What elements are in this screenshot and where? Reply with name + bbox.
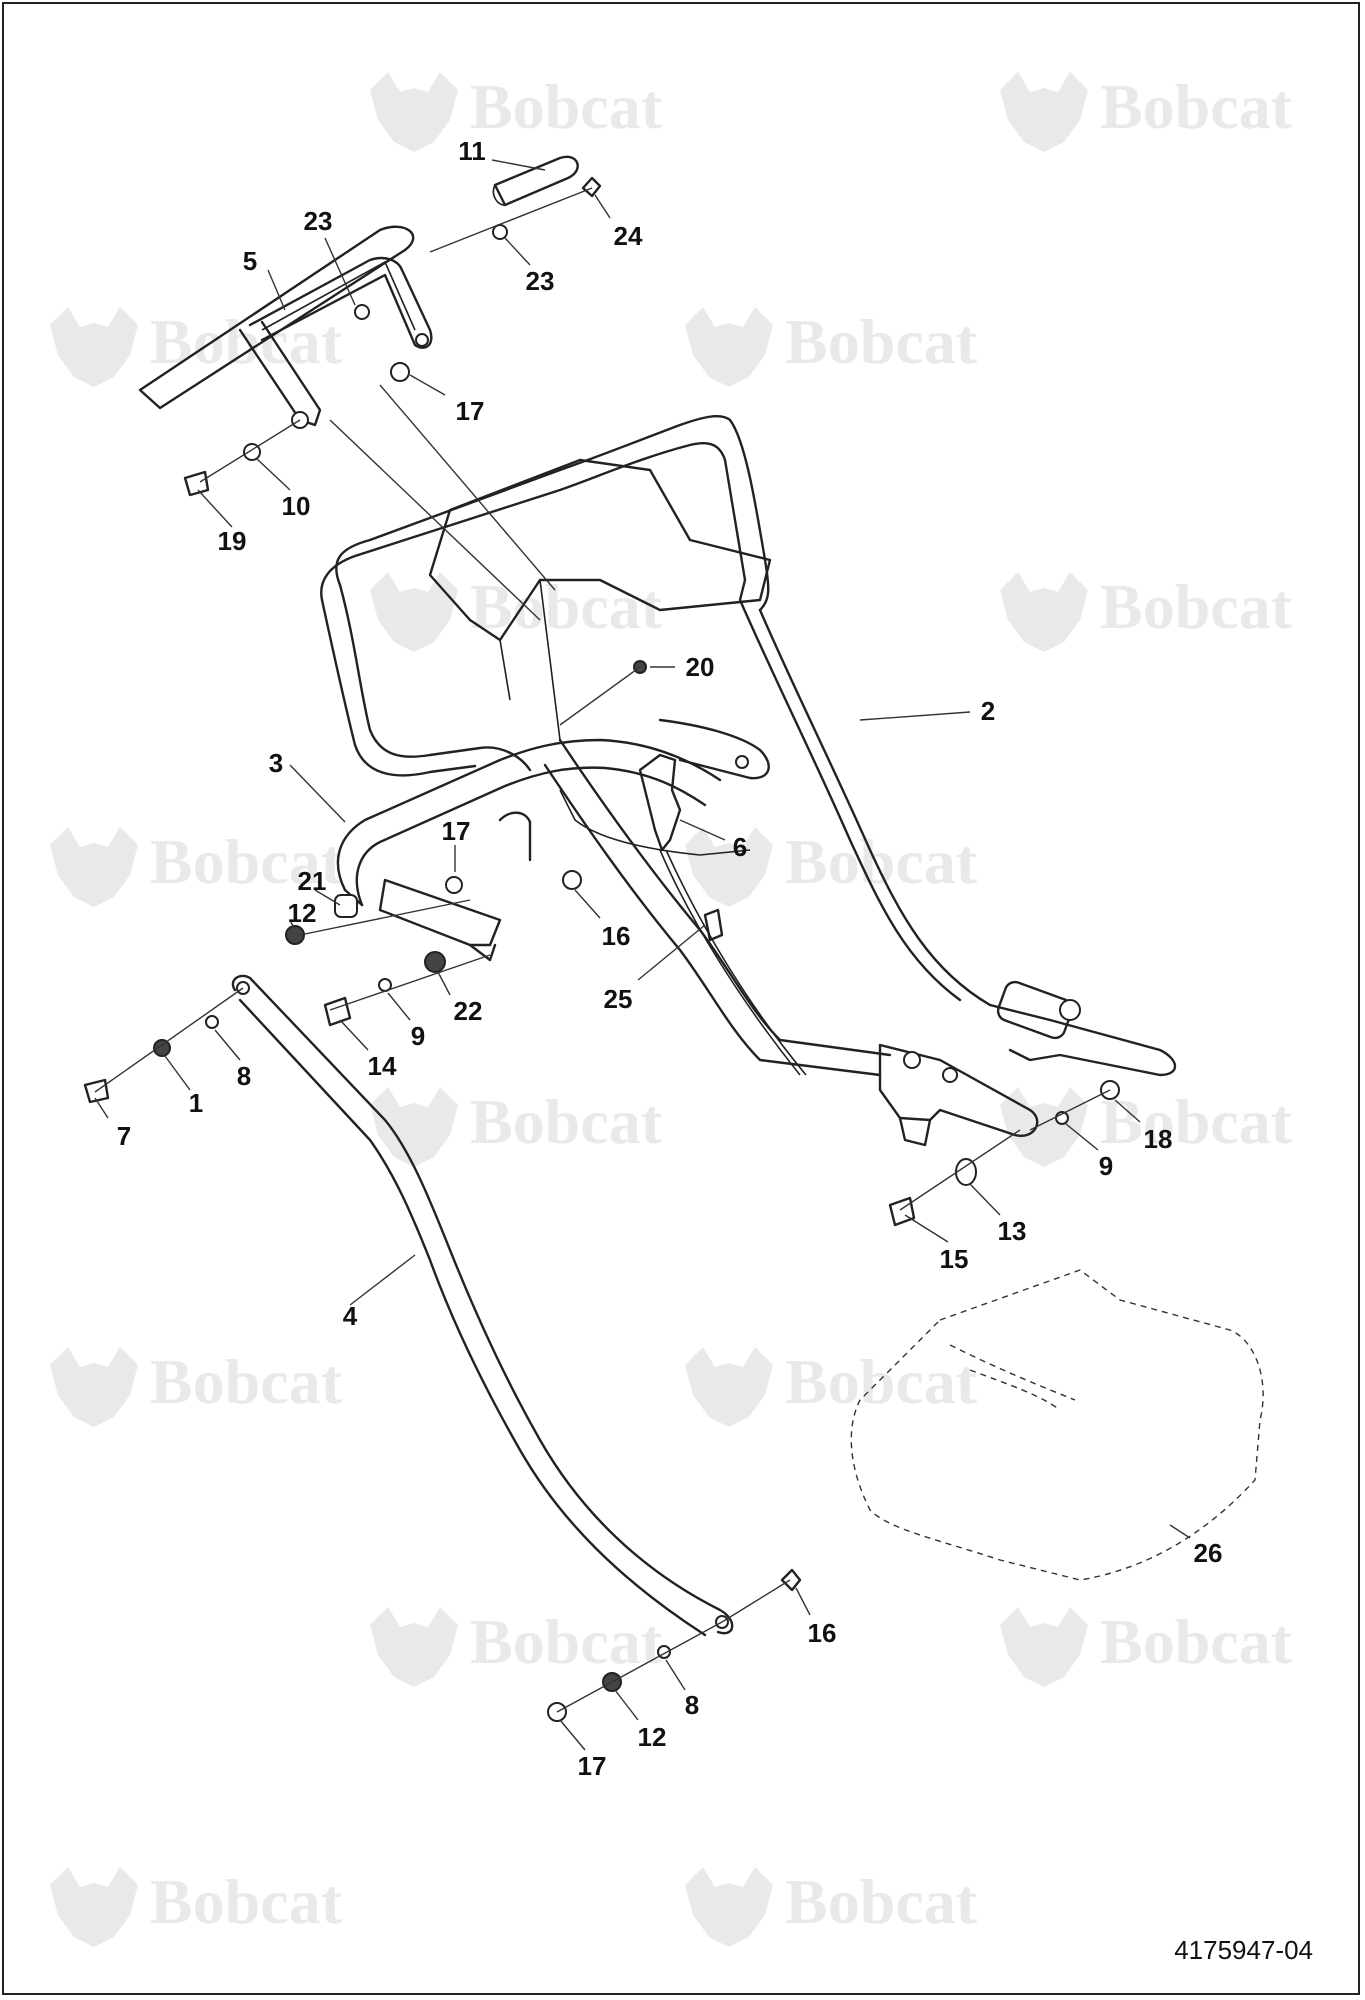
callout-number: 21 — [298, 866, 327, 896]
watermark-brand: Bobcat — [785, 826, 978, 897]
callout-number: 6 — [733, 832, 747, 862]
bobcat-logo-icon — [370, 1087, 458, 1167]
callout-number: 23 — [526, 266, 555, 296]
callout-number: 15 — [940, 1244, 969, 1274]
callout-number: 1 — [189, 1088, 203, 1118]
bobcat-logo-icon — [685, 1347, 773, 1427]
callout-number: 9 — [411, 1021, 425, 1051]
bobcat-logo-icon — [50, 827, 138, 907]
bobcat-logo-icon — [685, 827, 773, 907]
watermark-brand: Bobcat — [785, 1866, 978, 1937]
watermark-brand: Bobcat — [785, 306, 978, 377]
callout-number: 14 — [368, 1051, 397, 1081]
watermark-brand: Bobcat — [150, 1346, 343, 1417]
bobcat-logo-icon — [1000, 1087, 1088, 1167]
callout-labels: 1124232351710192023617211216229817142518… — [117, 136, 1223, 1781]
watermark-brand: Bobcat — [1100, 1086, 1293, 1157]
watermark-brand: Bobcat — [1100, 71, 1293, 142]
bobcat-logo-icon — [685, 1867, 773, 1947]
part-left-handle — [336, 738, 1039, 1147]
watermark-brand: Bobcat — [470, 571, 663, 642]
watermark-brand: Bobcat — [785, 1346, 978, 1417]
callout-number: 19 — [218, 526, 247, 556]
callout-number: 24 — [614, 221, 643, 251]
bobcat-logo-icon — [1000, 72, 1088, 152]
part-grip — [492, 155, 579, 207]
callout-number: 13 — [998, 1216, 1027, 1246]
callout-number: 5 — [243, 246, 257, 276]
bobcat-logo-icon — [370, 1607, 458, 1687]
part-cover — [850, 1269, 1264, 1581]
bobcat-logo-icon — [1000, 572, 1088, 652]
callout-number: 8 — [685, 1690, 699, 1720]
callout-number: 3 — [269, 748, 283, 778]
bobcat-logo-icon — [50, 307, 138, 387]
callout-number: 7 — [117, 1121, 131, 1151]
callout-number: 22 — [454, 996, 483, 1026]
part-upper-handle — [320, 415, 1177, 1077]
callout-number: 8 — [237, 1061, 251, 1091]
callout-number: 25 — [604, 984, 633, 1014]
part-top-bar — [138, 225, 433, 429]
document-number: 4175947-04 — [1174, 1935, 1313, 1965]
callout-number: 20 — [686, 652, 715, 682]
callout-number: 11 — [458, 136, 486, 166]
callout-number: 4 — [343, 1301, 358, 1331]
watermark-brand: Bobcat — [1100, 571, 1293, 642]
watermark-brand: Bobcat — [150, 826, 343, 897]
callout-number: 17 — [456, 396, 485, 426]
watermark-brand: Bobcat — [1100, 1606, 1293, 1677]
bobcat-logo-icon — [1000, 1607, 1088, 1687]
callout-number: 12 — [638, 1722, 667, 1752]
callout-number: 26 — [1194, 1538, 1223, 1568]
watermark-brand: Bobcat — [470, 1606, 663, 1677]
part-control-cable — [559, 718, 807, 1076]
bobcat-logo-icon — [370, 72, 458, 152]
assembly-lines — [94, 187, 1111, 1713]
callout-number: 18 — [1144, 1124, 1173, 1154]
callout-number: 10 — [282, 491, 311, 521]
bobcat-logo-icon — [370, 572, 458, 652]
callout-number: 2 — [981, 696, 995, 726]
bobcat-logo-icon — [50, 1347, 138, 1427]
callout-number: 16 — [808, 1618, 837, 1648]
bobcat-logo-icon — [50, 1867, 138, 1947]
callout-number: 17 — [442, 816, 471, 846]
callout-pointers — [94, 159, 1191, 1751]
watermark-brand: Bobcat — [470, 71, 663, 142]
callout-number: 16 — [602, 921, 631, 951]
watermark-brand: Bobcat — [150, 1866, 343, 1937]
callout-number: 23 — [304, 206, 333, 236]
hardware-set — [83, 176, 1120, 1722]
callout-number: 17 — [578, 1751, 607, 1781]
callout-number: 12 — [288, 898, 317, 928]
watermark-brand: Bobcat — [470, 1086, 663, 1157]
bobcat-logo-icon — [685, 307, 773, 387]
callout-number: 9 — [1099, 1151, 1113, 1181]
part-lower-link — [231, 974, 734, 1637]
